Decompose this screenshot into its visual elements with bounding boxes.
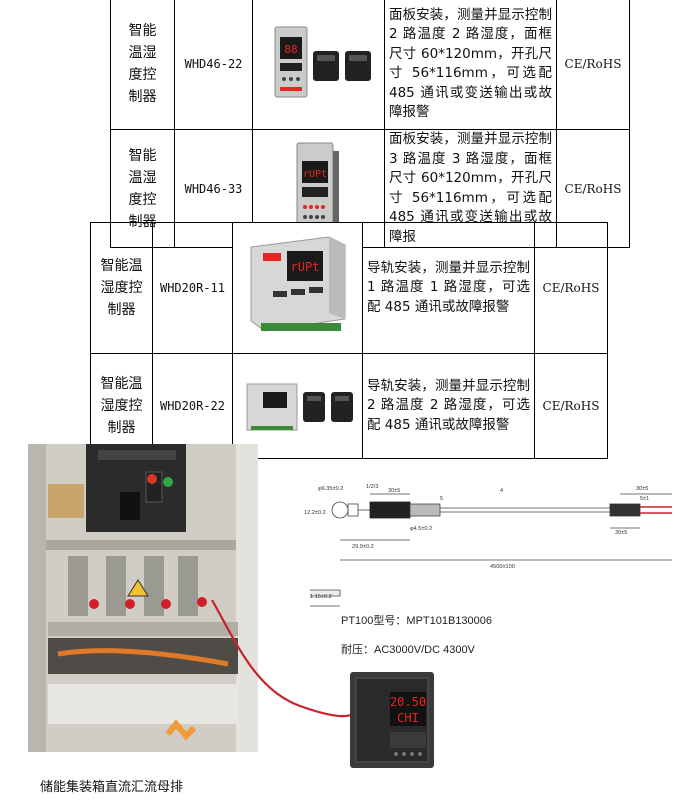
svg-text:12.2±0.2: 12.2±0.2 [304,510,326,516]
svg-text:CHI: CHI [397,711,419,725]
svg-text:φ4.5±0.2: φ4.5±0.2 [410,526,432,532]
sensor-model-text: PT100型号：MPT101B130006 [341,615,493,627]
svg-text:88: 88 [284,43,297,56]
table-row: 智能温湿度控制器 WHD20R-22 导轨安装，测量并显示控制 2 路温度 2 … [90,353,608,459]
product-image: 88 [252,0,385,130]
svg-text:30±5: 30±5 [636,486,648,492]
product-table-bottom: 智能温湿度控制器 WHD20R-11 rUPt 导轨安装，测量并显示控制 1 路… [90,222,608,459]
sensor-voltage-text: 耐压：AC3000V/DC 4300V [341,644,475,656]
product-certification: CE/RoHS [534,222,608,354]
svg-text:29.9±0.2: 29.9±0.2 [352,544,374,550]
product-model: WHD20R-22 [152,353,233,459]
table-row: 智能温湿度控制器 WHD20R-11 rUPt 导轨安装，测量并显示控制 1 路… [90,222,608,354]
product-image: rUPt [232,222,363,354]
whd46-22-device-icon: 88 [274,26,371,98]
product-certification: CE/RoHS [534,353,608,459]
photo-caption: 储能集装箱直流汇流母排 [40,780,184,795]
product-name: 智能温湿度控制器 [110,0,175,130]
product-certification: CE/RoHS [556,0,630,130]
whd46-33-device-icon: rUPt [296,142,339,239]
whd20r-22-device-icon [246,383,353,431]
svg-text:rUPt: rUPt [303,169,327,180]
svg-text:1.15±0.2: 1.15±0.2 [310,594,332,600]
busbar-cabinet-illustration [28,444,258,752]
svg-text:30±5: 30±5 [388,488,400,494]
product-table-top: 智能温湿度控制器 WHD46-22 88 面板安装，测量并显示控制 2 路温度 … [110,0,630,248]
svg-text:4: 4 [500,488,503,494]
product-description: 导轨安装，测量并显示控制 1 路温度 1 路湿度，可选配 485 通讯或故障报警 [362,222,535,354]
table-row: 智能温湿度控制器 WHD46-22 88 面板安装，测量并显示控制 2 路温度 … [110,0,630,130]
svg-text:5: 5 [440,496,443,502]
svg-text:1/2/3: 1/2/3 [366,484,378,490]
svg-text:4500±100: 4500±100 [490,564,515,570]
whd20r-11-device-icon: rUPt [250,236,346,332]
cabinet-photo [28,444,258,752]
product-description: 面板安装，测量并显示控制 2 路温度 2 路湿度，面框尺寸 60*120mm，开… [384,0,557,130]
svg-text:φ6.35±0.2: φ6.35±0.2 [318,486,343,492]
svg-text:30±5: 30±5 [615,530,627,536]
product-image [232,353,363,459]
svg-text:20.50: 20.50 [390,695,426,709]
panel-meter-icon: 20.50 CHI [350,672,434,768]
svg-text:5±1: 5±1 [640,496,649,502]
pt100-sensor-drawing: φ6.35±0.2 12.2±0.2 1/2/3 30±5 4 5 φ4.5±0… [304,484,672,607]
svg-text:rUPt: rUPt [291,260,320,274]
product-name: 智能温湿度控制器 [90,353,153,459]
